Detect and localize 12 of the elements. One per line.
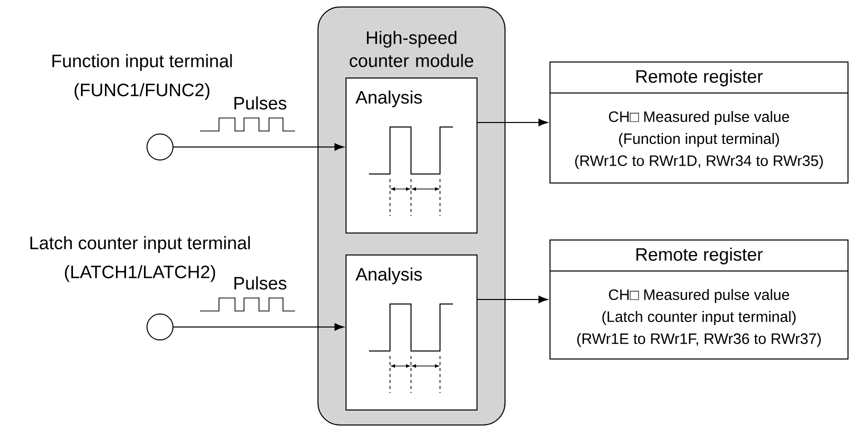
analysis-box: Analysis <box>346 254 478 410</box>
arrow <box>477 118 548 126</box>
register-box: Remote register CH□ Measured pulse value (Function input terminal) (RWr1C to RWr1D, RWr34 to RWr35) <box>550 62 848 184</box>
arrow <box>173 323 344 331</box>
terminal-label: Function input terminal (FUNC1/FUNC2) <box>52 54 232 100</box>
edge-label: Pulses <box>232 95 288 111</box>
register-box: Remote register CH□ Measured pulse value (Latch counter input terminal) (RWr1E to RWr1F, RWr36 to RWr37) <box>550 240 848 360</box>
terminal-circle <box>146 134 174 160</box>
arrow <box>477 296 548 304</box>
analysis-box: Analysis <box>346 78 478 234</box>
terminal-circle <box>146 314 174 340</box>
arrow <box>173 143 344 151</box>
